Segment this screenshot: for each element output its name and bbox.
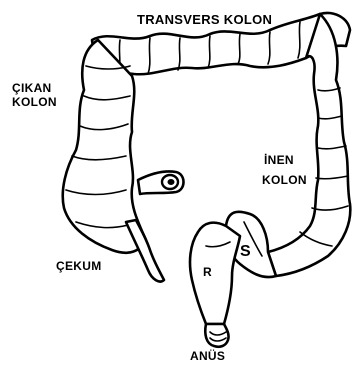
rectum (190, 223, 240, 324)
label-cecum: ÇEKUM (56, 259, 102, 273)
label-descending-colon-line2: KOLON (262, 173, 307, 187)
label-rectum: R (203, 265, 212, 279)
label-transverse-colon: TRANSVERS KOLON (137, 12, 272, 27)
label-ascending-colon-line1: ÇIKAN (12, 81, 52, 95)
label-anus: ANÜS (190, 348, 225, 363)
label-ascending-colon-line2: KOLON (12, 95, 57, 109)
label-sigmoid: S (240, 243, 251, 260)
label-descending-colon-line1: İNEN (264, 152, 294, 167)
